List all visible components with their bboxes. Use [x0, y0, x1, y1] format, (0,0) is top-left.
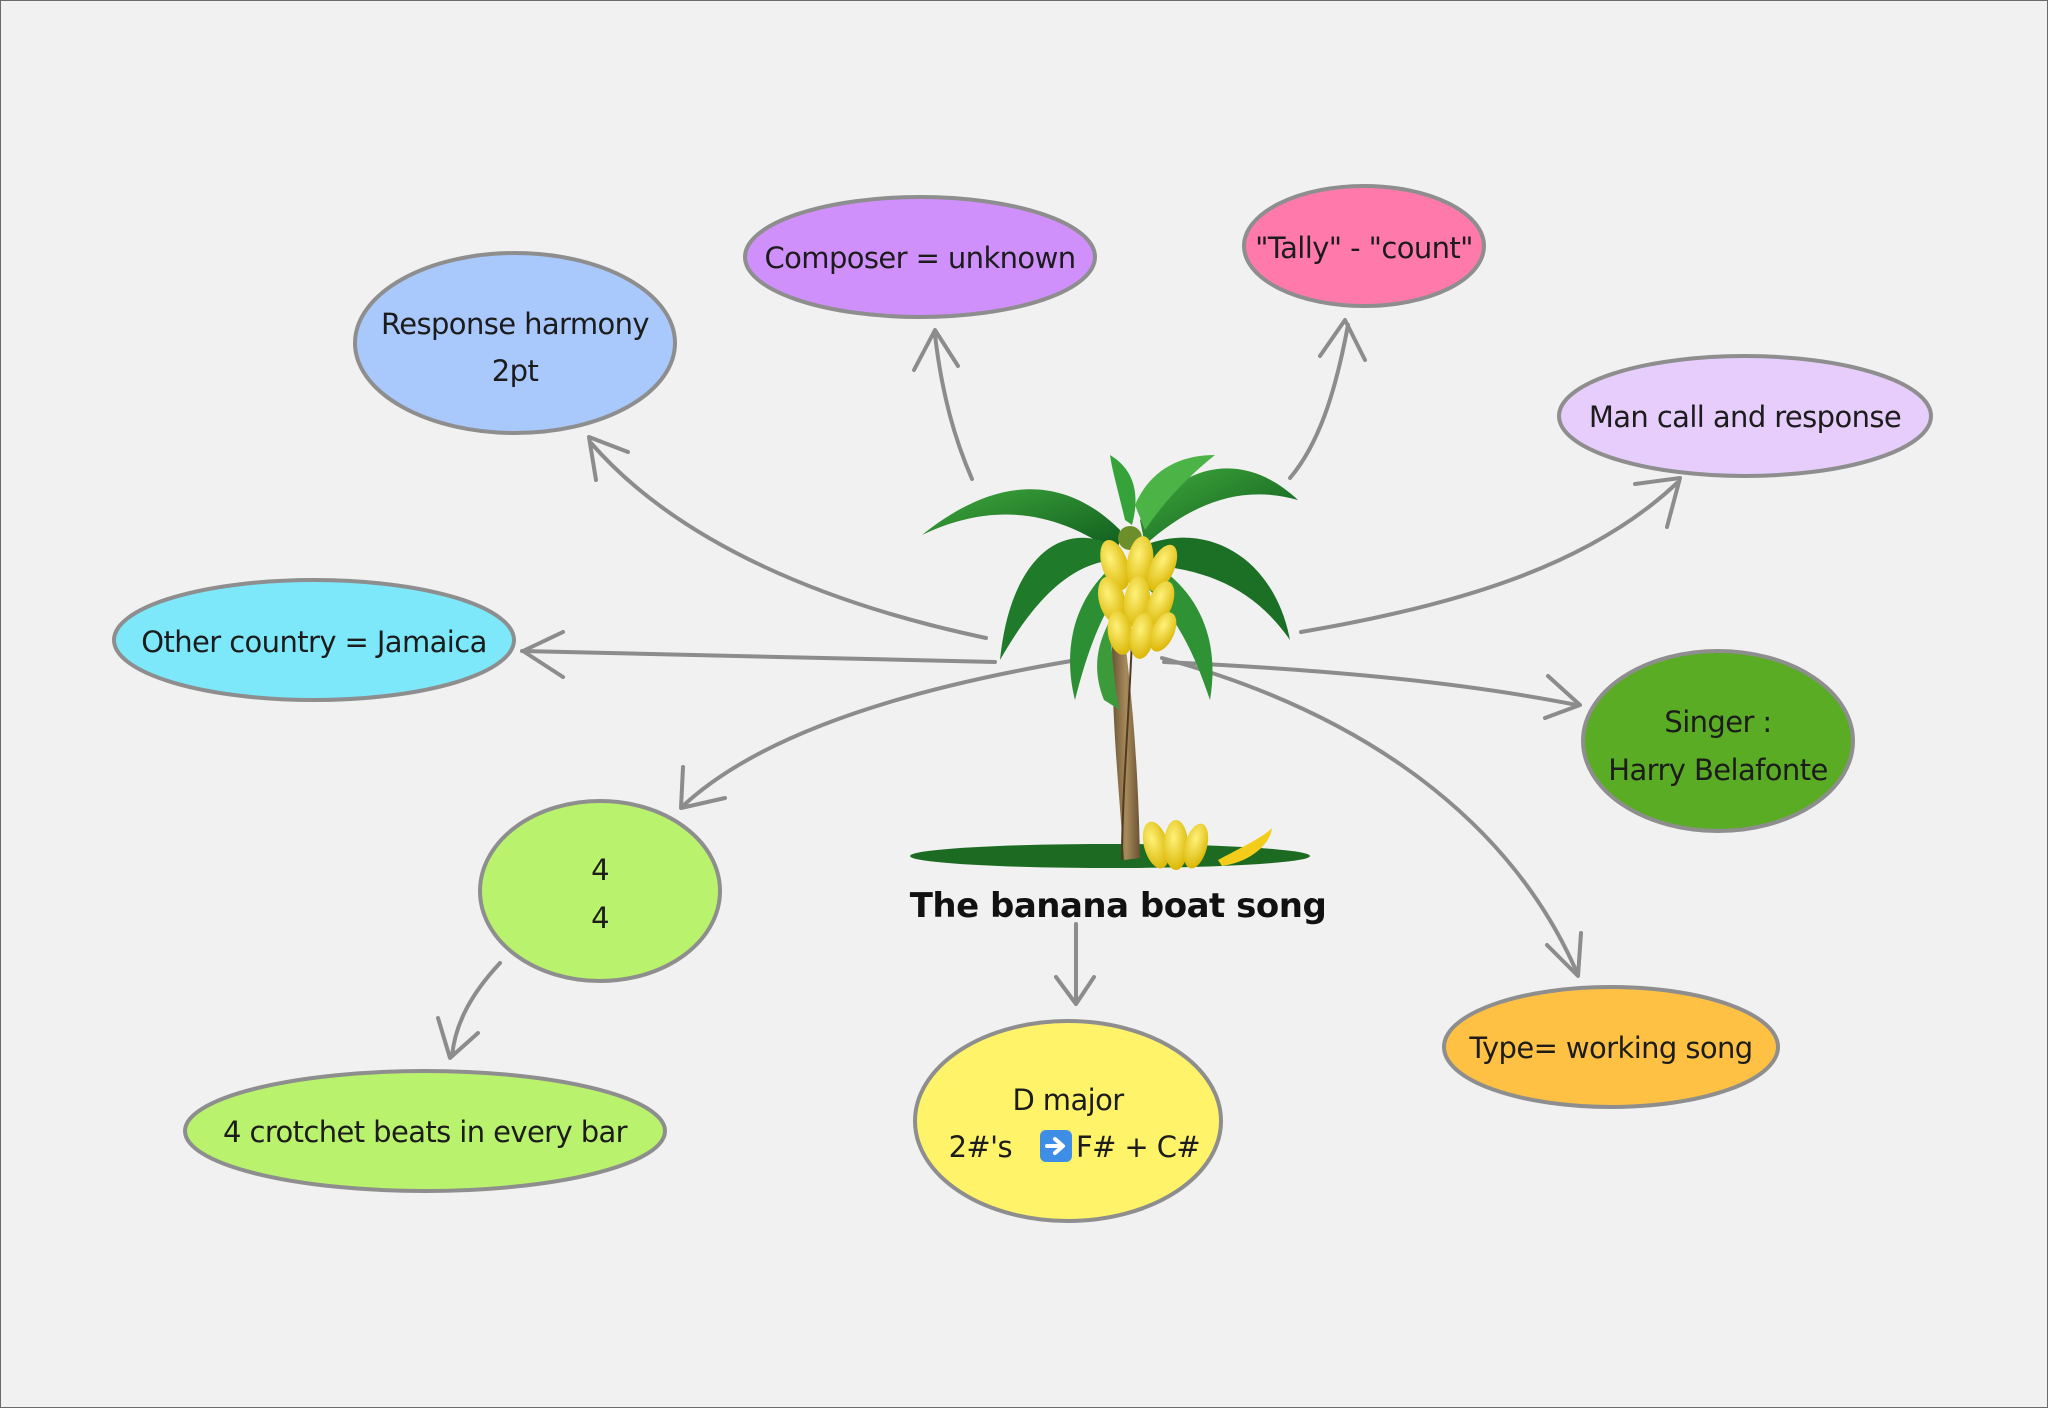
central-title[interactable]: The banana boat song — [910, 886, 1327, 926]
arrow-to-tally — [1288, 318, 1367, 480]
node-time-signature-bubble — [478, 799, 722, 983]
node-tally-bubble — [1242, 184, 1486, 308]
node-type-bubble — [1442, 985, 1780, 1109]
node-response-harmony-line1: Response harmony — [381, 307, 649, 341]
node-response-harmony-line2: 2pt — [492, 354, 539, 388]
node-composer-bubble — [743, 195, 1097, 319]
connectors — [436, 318, 1682, 1060]
node-tally[interactable]: "Tally" - "count" — [1242, 184, 1486, 308]
banana-bunch — [1097, 526, 1178, 659]
node-crotchet-beats[interactable]: 4 crotchet beats in every bar — [183, 1069, 667, 1193]
arrow-to-beats — [436, 961, 502, 1060]
node-singer-line2: Harry Belafonte — [1608, 753, 1827, 787]
node-key-bubble — [913, 1019, 1223, 1223]
node-man-call-response-bubble — [1557, 354, 1933, 478]
arrow-to-singer — [1162, 660, 1582, 720]
arrow-to-type — [1160, 656, 1583, 978]
node-crotchet-beats-bubble — [183, 1069, 667, 1193]
node-singer[interactable]: Singer : Harry Belafonte — [1581, 649, 1855, 833]
node-key-line1: D major — [1012, 1083, 1124, 1117]
node-man-call-response-label: Man call and response — [1589, 400, 1901, 434]
node-other-country-bubble — [112, 578, 516, 702]
node-key-notes: F# + C# — [1076, 1130, 1200, 1164]
fallen-bananas — [1142, 820, 1272, 870]
node-key-sharps: 2#'s — [949, 1130, 1012, 1164]
node-type-label: Type= working song — [1468, 1031, 1752, 1065]
arrow-to-country — [520, 630, 997, 679]
right-arrow-emoji-icon — [1040, 1130, 1072, 1162]
node-composer[interactable]: Composer = unknown — [743, 195, 1097, 319]
node-key[interactable]: D major 2#'s F# + C# — [913, 1019, 1223, 1223]
arrow-to-time-signature — [679, 659, 1073, 810]
banana-tree-icon — [910, 455, 1310, 870]
arrow-to-key — [1054, 922, 1096, 1006]
node-other-country[interactable]: Other country = Jamaica — [112, 578, 516, 702]
node-time-signature-bottom: 4 — [591, 901, 609, 935]
node-singer-line1: Singer : — [1664, 705, 1771, 739]
arrow-to-composer — [912, 328, 974, 481]
arrow-to-man-call — [1299, 476, 1682, 634]
node-other-country-label: Other country = Jamaica — [141, 625, 487, 659]
node-response-harmony[interactable]: Response harmony 2pt — [353, 251, 677, 435]
node-tally-label: "Tally" - "count" — [1255, 231, 1473, 265]
arrow-to-response — [587, 435, 988, 640]
node-time-signature[interactable]: 4 4 — [478, 799, 722, 983]
node-type[interactable]: Type= working song — [1442, 985, 1780, 1109]
node-singer-bubble — [1581, 649, 1855, 833]
node-crotchet-beats-label: 4 crotchet beats in every bar — [223, 1115, 628, 1149]
node-composer-label: Composer = unknown — [765, 241, 1076, 275]
node-time-signature-top: 4 — [591, 853, 609, 887]
node-man-call-response[interactable]: Man call and response — [1557, 354, 1933, 478]
node-response-harmony-bubble — [353, 251, 677, 435]
